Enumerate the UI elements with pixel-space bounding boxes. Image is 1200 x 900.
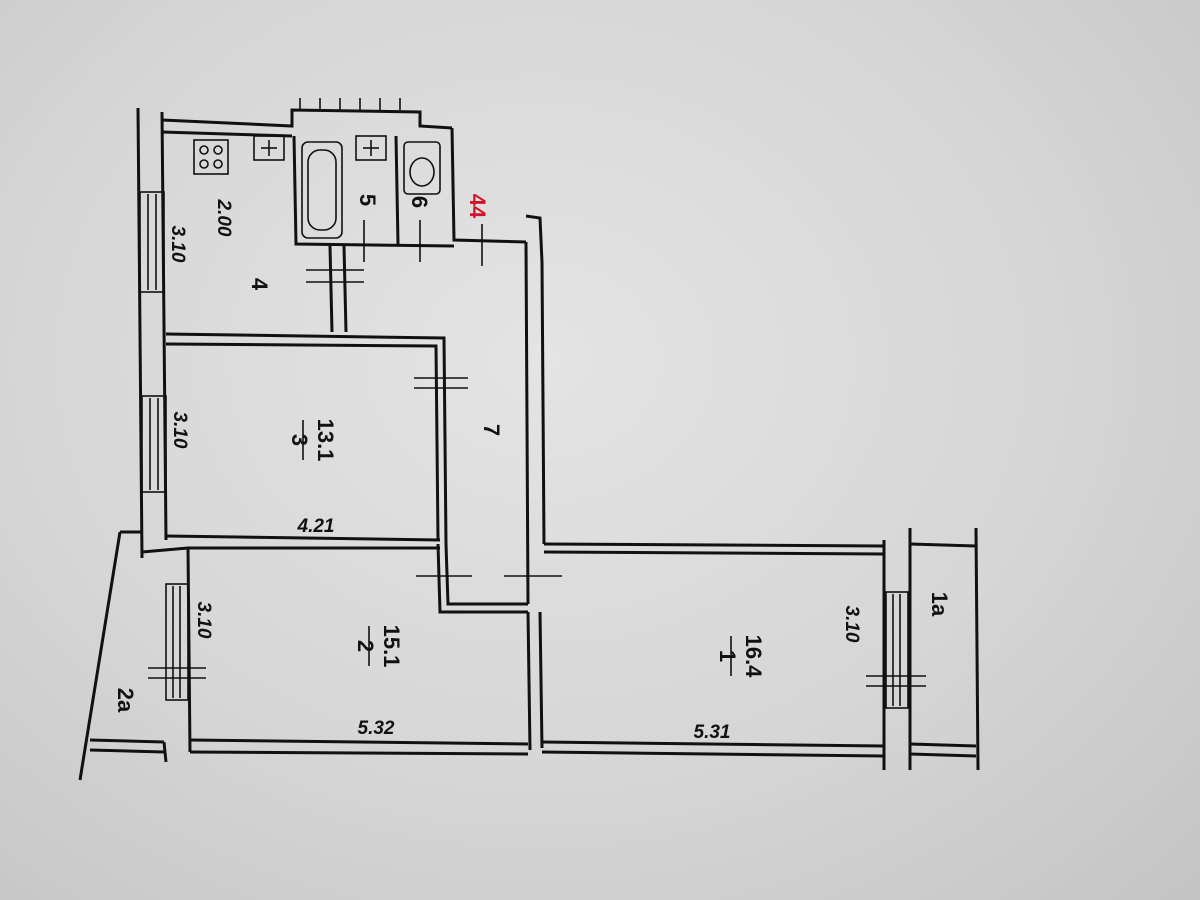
room-2-width: 3.10 [193,602,214,639]
room-3-length: 4.21 [297,516,335,537]
room-1-width: 3.10 [841,606,862,643]
room-7-number: 7 [479,424,504,436]
balcony-2a-label: 2a [113,688,138,713]
windows [139,98,926,709]
washbasin-icon [355,135,387,161]
bathtub-icon [301,141,343,239]
window-room-3 [141,395,167,493]
window-kitchen [139,191,165,293]
room-1-length: 5.31 [694,722,731,743]
room-3-width: 3.10 [169,412,190,449]
window-room-1 [866,591,926,709]
balcony-1a-label: 1a [927,592,952,617]
kitchen-sink-icon [253,135,285,161]
room-2-length: 5.32 [358,718,395,739]
red-annotation: 44 [465,194,490,219]
room-1-area: 16.4 [741,635,766,679]
window-room-2 [148,583,206,701]
walls [78,107,980,781]
toilet-icon [403,141,441,195]
room-2-number: 2 [353,640,378,652]
vent-hatching [299,98,401,110]
room-4-width: 3.10 [167,226,188,263]
room-5-number: 5 [355,194,380,206]
room-4-area: 2.00 [213,199,234,237]
room-2-area: 15.1 [379,625,404,668]
room-4-number: 4 [247,278,272,291]
room-1-number: 1 [715,650,740,662]
room-6-number: 6 [407,196,432,208]
stove-icon [193,139,229,175]
room-3-area: 13.1 [313,419,338,462]
doors [306,220,562,577]
room-3-number: 3 [287,434,312,446]
